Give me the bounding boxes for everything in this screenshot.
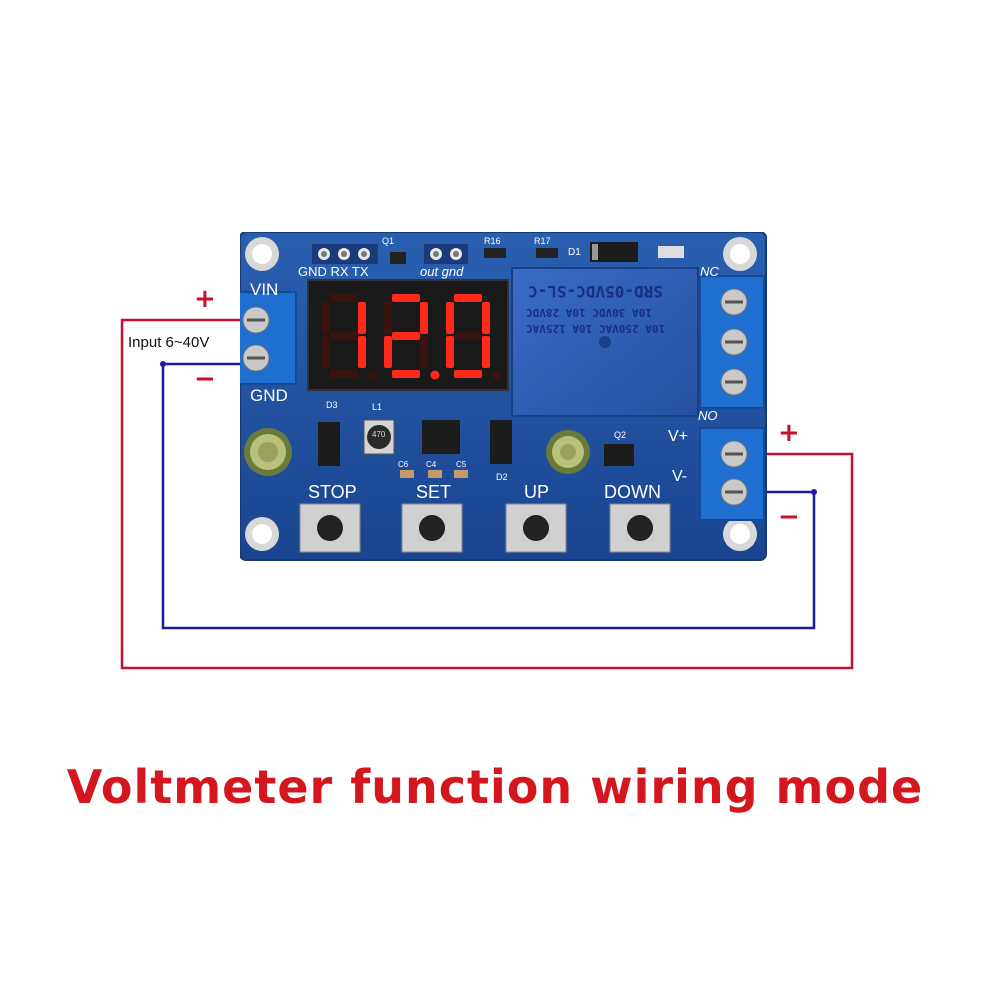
no-label: NO <box>698 408 718 423</box>
d2-diode <box>490 420 512 464</box>
mounting-holes <box>245 237 757 551</box>
vplus-label: V+ <box>668 428 689 445</box>
input-terminal-block[interactable] <box>240 291 297 385</box>
wire-junction <box>160 361 166 367</box>
segment-a <box>330 294 358 302</box>
set-button-label: SET <box>416 482 452 502</box>
stop-button-label: STOP <box>308 482 357 502</box>
status-led <box>658 246 684 258</box>
segment-a <box>454 294 482 302</box>
segment-g <box>454 332 482 340</box>
caption: Voltmeter function wiring mode <box>66 760 924 814</box>
q1-transistor <box>390 252 406 264</box>
q2-label: Q2 <box>614 430 627 440</box>
vin-label: VIN <box>250 280 279 299</box>
up-button[interactable] <box>505 503 567 553</box>
c5-capacitor <box>454 470 468 478</box>
segment-f <box>446 302 454 334</box>
serial-header <box>312 244 468 264</box>
segment-f <box>384 302 392 334</box>
relay-rating-2: 10A 30VDC 10A 28VDC <box>526 306 652 319</box>
down-button-label: DOWN <box>604 482 661 502</box>
segment-a <box>392 294 420 302</box>
relay-model-text: SRD-05VDC-SL-C <box>528 282 663 301</box>
relay <box>511 267 699 417</box>
segment-d <box>454 370 482 378</box>
d3-diode <box>318 422 340 466</box>
q1-label: Q1 <box>382 236 395 246</box>
segment-e <box>446 336 454 368</box>
r16-resistor <box>484 248 506 258</box>
nc-label: NC <box>700 264 719 279</box>
set-button[interactable] <box>401 503 463 553</box>
gnd-label: GND <box>250 386 288 405</box>
display-digits <box>322 294 502 380</box>
negative-wire <box>161 362 816 630</box>
segment-b <box>420 302 428 334</box>
segment-c <box>482 336 490 368</box>
electrolytic-capacitor <box>244 428 292 476</box>
pcb-board <box>240 232 767 561</box>
segment-f <box>322 302 330 334</box>
r17-resistor <box>536 248 558 258</box>
segment-e <box>384 336 392 368</box>
positive-wire <box>120 318 854 670</box>
wire-junction <box>811 489 817 495</box>
segment-d <box>392 370 420 378</box>
vminus-label: V- <box>672 468 688 485</box>
d2-label: D2 <box>496 472 508 482</box>
segment-g <box>330 332 358 340</box>
q2-transistor <box>604 444 634 466</box>
decimal-point <box>492 370 502 380</box>
ic-chip <box>422 420 460 454</box>
electrolytic-capacitor <box>546 430 590 474</box>
d1-diode <box>590 242 638 262</box>
header-pins-label: GND RX TX <box>298 264 369 279</box>
l1-label: L1 <box>372 402 383 412</box>
segment-c <box>420 336 428 368</box>
segment-g <box>392 332 420 340</box>
c4-capacitor <box>428 470 442 478</box>
seven-segment-display <box>307 279 509 391</box>
r17-label: R17 <box>534 236 551 246</box>
output-minus-sign: − <box>778 502 800 532</box>
input-plus-sign: + <box>194 284 216 314</box>
output-plus-sign: + <box>778 418 800 448</box>
relay-rating-1: 10A 250VAC 10A 125VAC <box>526 322 666 335</box>
stop-button[interactable] <box>299 503 361 553</box>
decimal-point <box>368 370 378 380</box>
down-button[interactable] <box>609 503 671 553</box>
voltage-sense-terminal[interactable] <box>699 427 765 521</box>
d3-label: D3 <box>326 400 338 410</box>
c4-label: C4 <box>426 460 437 469</box>
r16-label: R16 <box>484 236 501 246</box>
relay-terminal-block[interactable] <box>699 275 765 409</box>
segment-b <box>482 302 490 334</box>
input-minus-sign: − <box>194 364 216 394</box>
input-voltage-label: Input 6~40V <box>128 334 210 351</box>
segment-b <box>358 302 366 334</box>
segment-c <box>358 336 366 368</box>
segment-d <box>330 370 358 378</box>
c6-label: C6 <box>398 460 409 469</box>
c6-capacitor <box>400 470 414 478</box>
d1-label: D1 <box>568 247 581 258</box>
out-gnd-label: out gnd <box>420 264 464 279</box>
segment-e <box>322 336 330 368</box>
decimal-point <box>430 370 440 380</box>
c5-label: C5 <box>456 460 467 469</box>
inductor-marking: 470 <box>372 430 386 439</box>
up-button-label: UP <box>524 482 550 502</box>
